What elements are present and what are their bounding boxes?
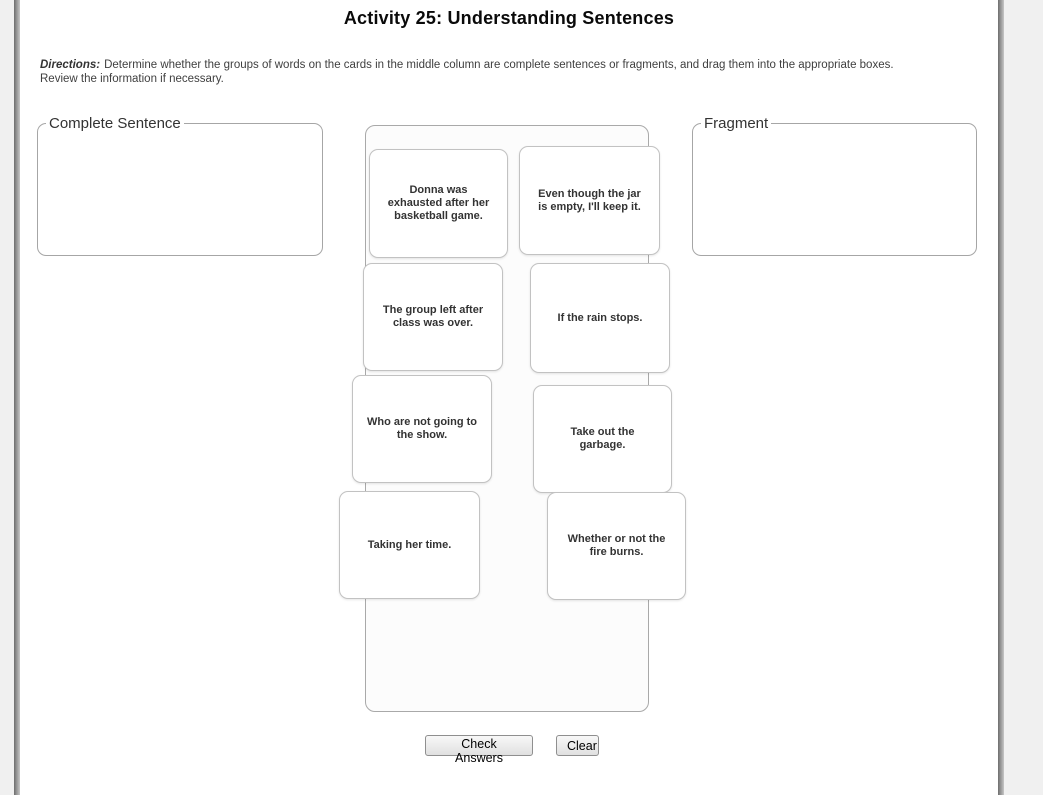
draggable-card[interactable]: Even though the jar is empty, I'll keep … xyxy=(519,146,660,255)
directions-sentence1: Determine whether the groups of words on… xyxy=(104,59,894,71)
complete-sentence-label: Complete Sentence xyxy=(49,115,181,132)
clear-button[interactable]: Clear xyxy=(556,735,599,756)
directions-sentence2: Review the information if necessary. xyxy=(40,72,224,85)
fragment-label: Fragment xyxy=(704,115,769,132)
page-title: Activity 25: Understanding Sentences xyxy=(343,8,675,28)
page-left-border xyxy=(14,0,20,795)
complete-sentence-dropzone[interactable]: Complete Sentence xyxy=(37,115,323,256)
draggable-card[interactable]: Donna was exhausted after her basketball… xyxy=(369,149,508,258)
draggable-card[interactable]: If the rain stops. xyxy=(530,263,670,373)
directions-label: Directions: xyxy=(40,59,101,71)
draggable-card[interactable]: Who are not going to the show. xyxy=(352,375,492,483)
draggable-card[interactable]: The group left after class was over. xyxy=(363,263,503,371)
draggable-card[interactable]: Taking her time. xyxy=(339,491,480,599)
draggable-card[interactable]: Take out the garbage. xyxy=(533,385,672,493)
fragment-dropzone[interactable]: Fragment xyxy=(692,115,977,256)
draggable-card[interactable]: Whether or not the fire burns. xyxy=(547,492,686,600)
check-answers-button[interactable]: Check Answers xyxy=(425,735,533,765)
directions-text: Directions:Determine whether the groups … xyxy=(40,59,952,86)
page-right-border xyxy=(998,0,1004,795)
